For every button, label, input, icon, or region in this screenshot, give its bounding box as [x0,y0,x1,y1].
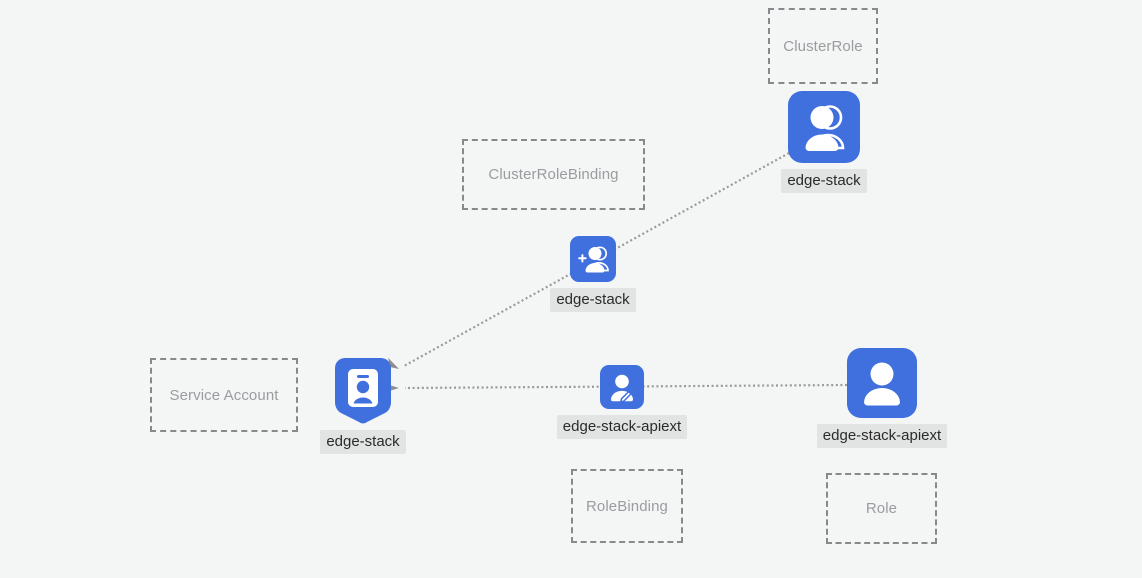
group-box-cluster-role: ClusterRole [768,8,878,84]
user-group-add-icon [570,236,616,282]
node-role[interactable]: edge-stack-apiext [816,348,948,448]
node-label-role-binding: edge-stack-apiext [556,415,688,439]
node-label-cluster-role-binding: edge-stack [550,288,636,312]
user-icon [847,348,917,418]
group-box-service-account: Service Account [150,358,298,432]
group-label-role: Role [865,500,898,517]
group-label-service-account: Service Account [169,386,279,404]
node-cluster-role[interactable]: edge-stack [781,91,867,193]
node-cluster-role-binding[interactable]: edge-stack [550,236,636,312]
group-box-role: Role [826,473,937,544]
node-label-role: edge-stack-apiext [816,424,948,448]
group-box-role-binding: RoleBinding [571,469,683,543]
node-label-service-account: edge-stack [320,430,406,454]
node-role-binding[interactable]: edge-stack-apiext [556,365,688,439]
group-label-cluster-role: ClusterRole [783,37,863,55]
id-badge-shield-icon [335,358,391,424]
group-label-cluster-role-binding: ClusterRoleBinding [488,166,619,183]
users-group-icon [788,91,860,163]
group-label-role-binding: RoleBinding [586,497,668,515]
node-service-account[interactable]: edge-stack [320,356,406,454]
group-box-cluster-role-binding: ClusterRoleBinding [462,139,645,210]
user-edit-icon [600,365,644,409]
node-label-cluster-role: edge-stack [781,169,867,193]
